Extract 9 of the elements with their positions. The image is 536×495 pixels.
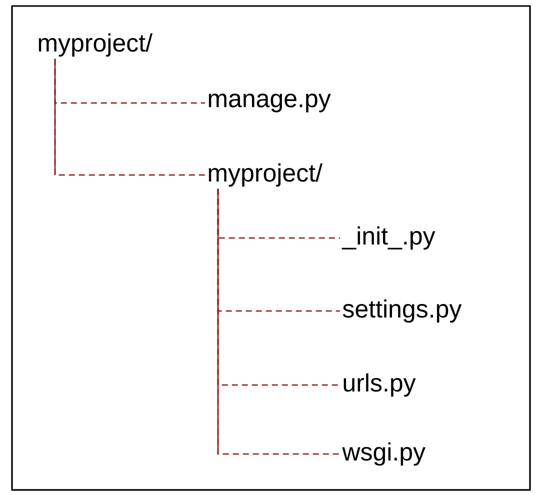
folder-name: myproject/ [208, 163, 322, 187]
folder-name: myproject/ [38, 33, 152, 57]
dashed-connector [54, 58, 205, 176]
dashed-connector [217, 188, 340, 455]
folder-name: wsgi.py [342, 442, 426, 466]
folder-name: urls.py [344, 373, 416, 397]
folder-name: manage.py [208, 94, 331, 112]
folder-name: _init_.py [342, 226, 436, 250]
folder-name: settings.py [342, 299, 462, 323]
